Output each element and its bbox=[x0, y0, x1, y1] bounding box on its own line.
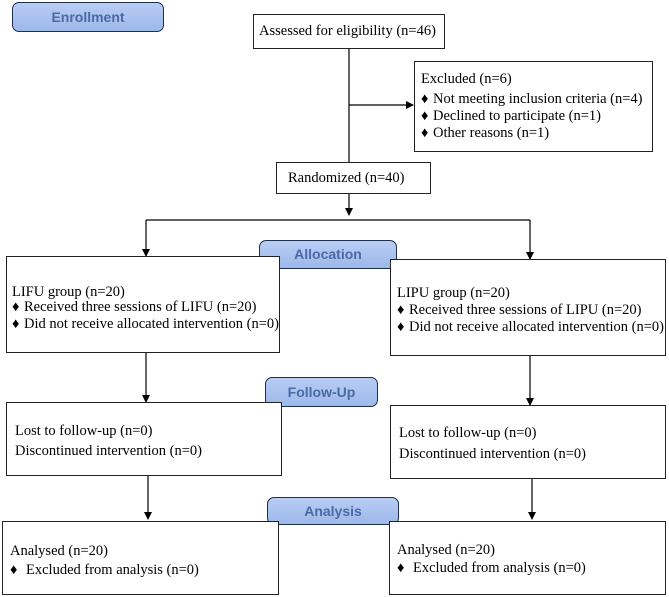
left-followup-box: Lost to follow-up (n=0) Discontinued int… bbox=[6, 402, 282, 476]
right-followup-item: Lost to follow-up (n=0) bbox=[399, 425, 537, 441]
excluded-item-text: Other reasons (n=1) bbox=[433, 125, 550, 141]
bullet-icon: ♦ bbox=[12, 316, 20, 332]
randomized-box: Randomized (n=40) bbox=[276, 162, 431, 194]
excluded-title: Excluded (n=6) bbox=[421, 71, 512, 87]
right-allocation-item: ♦Did not receive allocated intervention … bbox=[397, 319, 664, 336]
excluded-item: ♦Not meeting inclusion criteria (n=4) bbox=[421, 91, 643, 108]
stage-analysis-label: Analysis bbox=[304, 503, 362, 519]
left-allocation-box: LIFU group (n=20) ♦Received three sessio… bbox=[6, 256, 280, 353]
left-analysis-box: Analysed (n=20) ♦ Excluded from analysis … bbox=[2, 521, 279, 595]
stage-analysis: Analysis bbox=[267, 497, 399, 525]
right-allocation-title: LIPU group (n=20) bbox=[397, 285, 510, 301]
bullet-icon: ♦ bbox=[421, 108, 429, 124]
stage-followup-label: Follow-Up bbox=[287, 384, 356, 400]
right-followup-item: Discontinued intervention (n=0) bbox=[399, 446, 586, 462]
stage-allocation-label: Allocation bbox=[294, 246, 362, 262]
left-analysis-title: Analysed (n=20) bbox=[10, 543, 108, 559]
bullet-icon: ♦ bbox=[421, 125, 429, 141]
left-allocation-item-text: Received three sessions of LIFU (n=20) bbox=[24, 299, 257, 315]
right-analysis-title: Analysed (n=20) bbox=[397, 542, 495, 558]
stage-allocation: Allocation bbox=[259, 240, 397, 269]
excluded-box: Excluded (n=6) ♦Not meeting inclusion cr… bbox=[414, 61, 653, 152]
bullet-icon: ♦ bbox=[397, 319, 405, 335]
left-followup-item: Lost to follow-up (n=0) bbox=[15, 423, 153, 439]
assessed-box: Assessed for eligibility (n=46) bbox=[253, 14, 445, 49]
right-allocation-item: ♦Received three sessions of LIPU (n=20) bbox=[397, 302, 641, 319]
left-allocation-item: ♦Received three sessions of LIFU (n=20) bbox=[12, 299, 256, 316]
right-analysis-item-text: Excluded from analysis (n=0) bbox=[413, 560, 586, 576]
stage-followup: Follow-Up bbox=[265, 377, 378, 407]
excluded-item: ♦Declined to participate (n=1) bbox=[421, 108, 601, 125]
excluded-item: ♦Other reasons (n=1) bbox=[421, 125, 549, 142]
excluded-item-text: Not meeting inclusion criteria (n=4) bbox=[433, 91, 643, 107]
left-followup-item: Discontinued intervention (n=0) bbox=[15, 443, 202, 459]
assessed-text: Assessed for eligibility (n=46) bbox=[259, 23, 436, 39]
bullet-icon: ♦ bbox=[421, 91, 429, 107]
left-analysis-item-text: Excluded from analysis (n=0) bbox=[26, 562, 199, 578]
right-analysis-item: ♦ Excluded from analysis (n=0) bbox=[397, 560, 586, 577]
bullet-icon: ♦ bbox=[10, 562, 18, 578]
bullet-icon: ♦ bbox=[397, 560, 405, 576]
right-analysis-box: Analysed (n=20) ♦ Excluded from analysis … bbox=[389, 521, 666, 595]
left-allocation-title: LIFU group (n=20) bbox=[12, 284, 125, 300]
right-allocation-box: LIPU group (n=20) ♦Received three sessio… bbox=[390, 259, 666, 356]
bullet-icon: ♦ bbox=[12, 299, 20, 315]
stage-enrollment-label: Enrollment bbox=[51, 9, 125, 25]
left-allocation-item-text: Did not receive allocated intervention (… bbox=[24, 316, 279, 332]
bullet-icon: ♦ bbox=[397, 302, 405, 318]
left-analysis-item: ♦ Excluded from analysis (n=0) bbox=[10, 562, 199, 579]
stage-enrollment: Enrollment bbox=[12, 2, 164, 32]
randomized-text: Randomized (n=40) bbox=[288, 170, 405, 186]
right-allocation-item-text: Received three sessions of LIPU (n=20) bbox=[409, 302, 642, 318]
right-allocation-item-text: Did not receive allocated intervention (… bbox=[409, 319, 664, 335]
right-followup-box: Lost to follow-up (n=0) Discontinued int… bbox=[390, 405, 666, 479]
left-allocation-item: ♦Did not receive allocated intervention … bbox=[12, 316, 279, 333]
excluded-item-text: Declined to participate (n=1) bbox=[433, 108, 602, 124]
